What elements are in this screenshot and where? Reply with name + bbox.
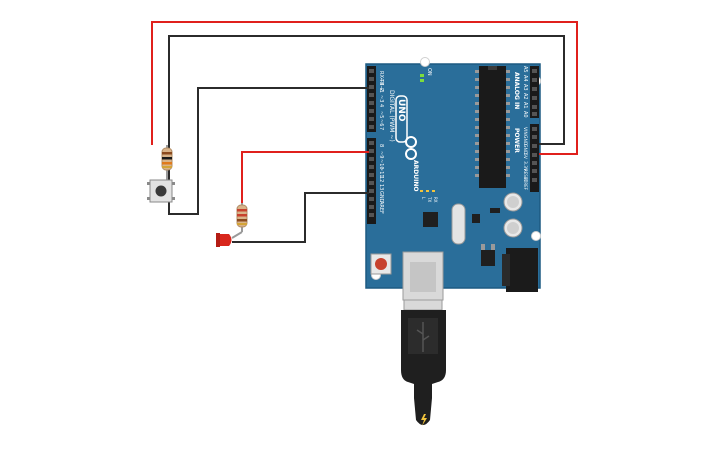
pin-label-a0: A0 — [522, 111, 528, 118]
pin-label-d2: 2 — [378, 88, 384, 91]
brand-label: ARDUINO — [412, 160, 419, 191]
pin-label-reset: RESET — [523, 169, 528, 182]
reset-button[interactable] — [370, 253, 392, 275]
wire-red-pin13[interactable] — [241, 151, 369, 205]
pin-label-a3: A3 — [522, 84, 528, 91]
wire-red-5v[interactable] — [151, 21, 578, 155]
tx-label: TX — [427, 196, 432, 202]
mounting-hole — [531, 231, 541, 241]
l-label: L — [421, 197, 426, 200]
small-chip — [490, 208, 500, 213]
wire-black-pin2[interactable] — [168, 87, 369, 215]
analog-power-header[interactable] — [530, 66, 539, 192]
resistor-button[interactable] — [161, 145, 173, 180]
pin-label-a4: A4 — [522, 75, 528, 82]
pin-label-d11: ~11 — [378, 167, 384, 178]
pin-label-d12: 12 — [378, 176, 384, 182]
pin-label-d1: TX→1 — [378, 78, 384, 93]
small-chip — [472, 214, 480, 223]
arduino-logo: UNO ARDUINO — [395, 95, 419, 191]
power-label: POWER — [513, 128, 520, 153]
power-led — [420, 74, 424, 77]
pin-label-d0: RX←0 — [378, 71, 384, 85]
pin-label-d7: 7 — [378, 127, 384, 130]
pin-label-gnd2: GND — [522, 144, 528, 155]
pin-label-d9: ~9 — [378, 151, 384, 158]
crystal-oscillator — [451, 203, 466, 245]
digital-label: DIGITAL (PWM ~) — [388, 90, 395, 142]
pin-label-d10: ~10 — [378, 159, 384, 170]
pin-label-3v3: 3.3V — [522, 161, 528, 172]
rx-label: RX — [433, 197, 438, 203]
mounting-hole — [420, 57, 430, 67]
analog-label: ANALOG IN — [513, 72, 520, 109]
microcontroller-chip — [475, 66, 510, 188]
uno-label: UNO — [396, 99, 406, 122]
pin-label-5v: 5V — [522, 153, 528, 160]
pin-label-d13: 13 — [378, 184, 384, 190]
digital-pin-labels: RX←0 TX→1 2 ~3 4 ~5 ~6 7 8 ~9 ~10 ~11 12… — [378, 71, 395, 214]
wire-black-led-gnd[interactable] — [232, 192, 369, 243]
infinity-logo — [405, 136, 417, 160]
power-jack[interactable] — [502, 248, 538, 292]
resistor-led[interactable] — [236, 203, 248, 232]
pin-label-gnd1: GND — [522, 135, 528, 146]
pin-label-d8: 8 — [378, 144, 384, 147]
pin-label-a1: A1 — [522, 102, 528, 109]
lightning-icon — [421, 414, 427, 426]
pin-label-d5: ~5 — [378, 111, 384, 118]
digital-header[interactable] — [367, 66, 376, 224]
usb-icon — [416, 322, 430, 352]
pin-label-d6: ~6 — [378, 119, 384, 126]
pin-label-a5: A5 — [522, 66, 528, 73]
usb-chip — [423, 212, 438, 227]
arduino-uno-board[interactable]: RX←0 TX→1 2 ~3 4 ~5 ~6 7 8 ~9 ~10 ~11 12… — [365, 57, 541, 301]
pin-label-d4: 4 — [378, 104, 384, 107]
on-label: ON — [426, 68, 432, 76]
regulator-chip — [481, 250, 495, 266]
status-leds: L TX RX — [420, 190, 438, 203]
wire-black-gnd[interactable] — [168, 35, 565, 180]
pin-label-ioref: IOREF — [523, 178, 528, 191]
pushbutton[interactable] — [147, 179, 175, 203]
pin-label-a2: A2 — [522, 93, 528, 100]
pin-label-vin: VIN — [522, 127, 528, 135]
led-red[interactable] — [216, 231, 243, 247]
pin-label-aref: AREF — [378, 201, 384, 214]
pin-label-d3: ~3 — [378, 95, 384, 102]
analog-pin-labels: A5 A4 A3 A2 A1 A0 — [522, 66, 528, 118]
capacitors — [503, 192, 523, 238]
power-led — [420, 79, 424, 82]
power-pin-labels: VIN GND GND 5V 3.3V RESET IOREF — [522, 127, 528, 191]
pin-label-gnd: GND — [378, 191, 384, 203]
usb-port[interactable] — [402, 251, 444, 301]
usb-cable[interactable] — [401, 299, 446, 426]
